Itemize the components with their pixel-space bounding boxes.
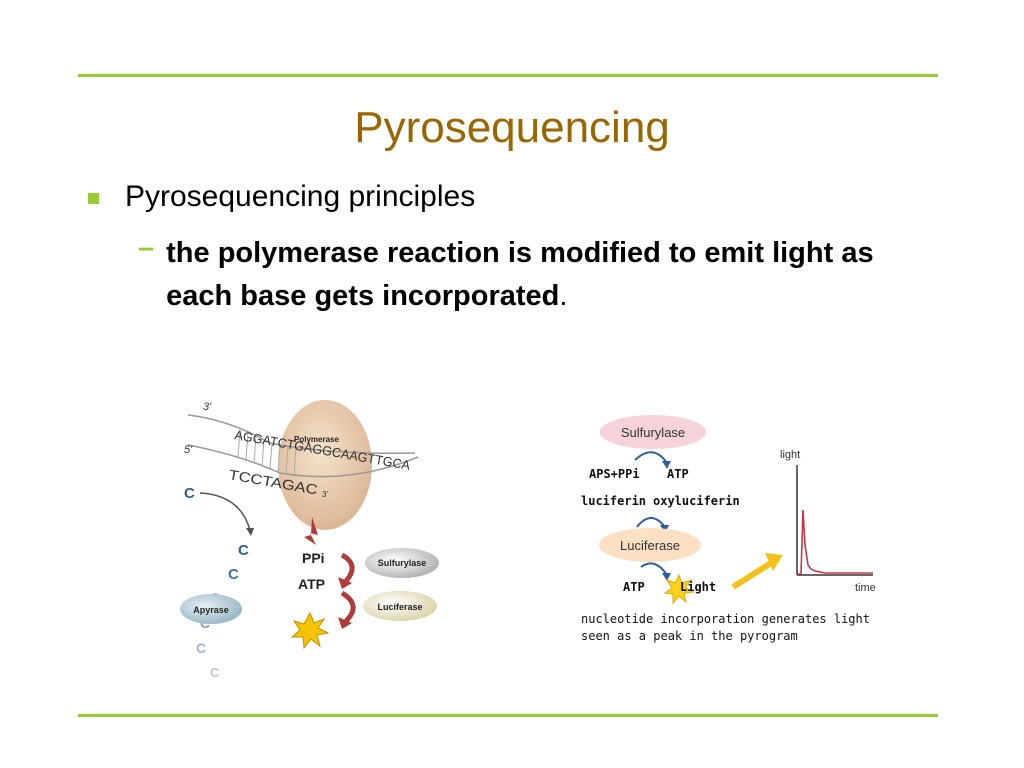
- luciferase-label: Luciferase: [377, 602, 422, 612]
- nucleotide-c-7: C: [210, 665, 220, 680]
- bullet-item: Pyrosequencing principles: [88, 180, 475, 214]
- pyrogram-arrow: [731, 560, 773, 590]
- caption-line-1: nucleotide incorporation generates light: [581, 612, 870, 626]
- sulfurylase-enzyme: [365, 548, 439, 578]
- sulfurylase-label: Sulfurylase: [378, 558, 427, 568]
- atp-top-label: ATP: [667, 467, 689, 481]
- polymerase-blob: [278, 400, 372, 530]
- nucleotide-c-2: C: [238, 542, 249, 559]
- strand-3-label: 3': [203, 401, 212, 413]
- square-bullet-icon: [88, 193, 99, 204]
- x-axis-label: time: [855, 582, 876, 594]
- incorporation-arrow: [199, 492, 251, 531]
- slide-title: Pyrosequencing: [354, 103, 670, 152]
- luciferase-curve-arrow: [640, 562, 668, 576]
- strand-5-label: 5': [184, 444, 193, 456]
- dash-bullet-icon: –: [138, 232, 155, 264]
- light-star-icon: [663, 573, 695, 605]
- light-burst-icon: [290, 611, 330, 650]
- sulfurylase-text: Sulfurylase: [621, 425, 685, 440]
- luciferase-ellipse: [599, 528, 701, 562]
- luciferase-arrow: [340, 590, 356, 623]
- oxyluciferin-label: oxyluciferin: [653, 494, 740, 508]
- nucleotide-c-1: C: [184, 485, 195, 502]
- sub-bullet-period: .: [559, 280, 568, 312]
- luciferase-pathway-diagram: Sulfurylase APS+PPi ATP luciferin oxyluc…: [581, 415, 876, 643]
- top-rule: [78, 74, 938, 77]
- y-axis-label: light: [780, 449, 800, 461]
- luciferin-curve-arrow: [636, 517, 666, 528]
- apyrase-enzyme: [180, 594, 242, 624]
- bottom-rule: [78, 714, 938, 717]
- polymerase-label: Polymerase: [294, 435, 339, 444]
- ppi-arrow: [304, 517, 318, 545]
- sulfurylase-ellipse: [600, 415, 706, 449]
- luciferase-text: Luciferase: [620, 538, 680, 553]
- sulfurylase-curve-arrow: [634, 451, 668, 464]
- sulfurylase-arrow: [340, 552, 355, 583]
- bullet-text: Pyrosequencing principles: [125, 180, 476, 213]
- atp-label: ATP: [298, 576, 325, 592]
- upper-strand: [187, 414, 416, 455]
- ppi-label: PPi: [302, 550, 325, 566]
- nucleotide-c-3: C: [228, 566, 239, 583]
- light-label: Light: [680, 580, 716, 594]
- nucleotide-c-6: C: [196, 640, 206, 656]
- sub-bullet-main: the polymerase reaction is modified to e…: [166, 237, 874, 312]
- sub-bullet-text: the polymerase reaction is modified to e…: [166, 232, 886, 318]
- pyrogram-peak: [797, 509, 873, 575]
- aps-ppi-label: APS+PPi: [589, 467, 640, 481]
- lower-end-label: 3': [322, 490, 328, 499]
- apyrase-label: Apyrase: [193, 605, 229, 615]
- pyrosequencing-reaction-diagram: Polymerase 3' 5' AGGATCTGAGGCAAGTTGCA TC…: [180, 400, 439, 680]
- luciferin-label: luciferin: [581, 494, 646, 508]
- luciferase-enzyme: [363, 591, 437, 621]
- sub-bullet-item: – the polymerase reaction is modified to…: [138, 232, 886, 318]
- caption-line-2: seen as a peak in the pyrogram: [581, 629, 798, 643]
- atp-bottom-label: ATP: [623, 580, 645, 594]
